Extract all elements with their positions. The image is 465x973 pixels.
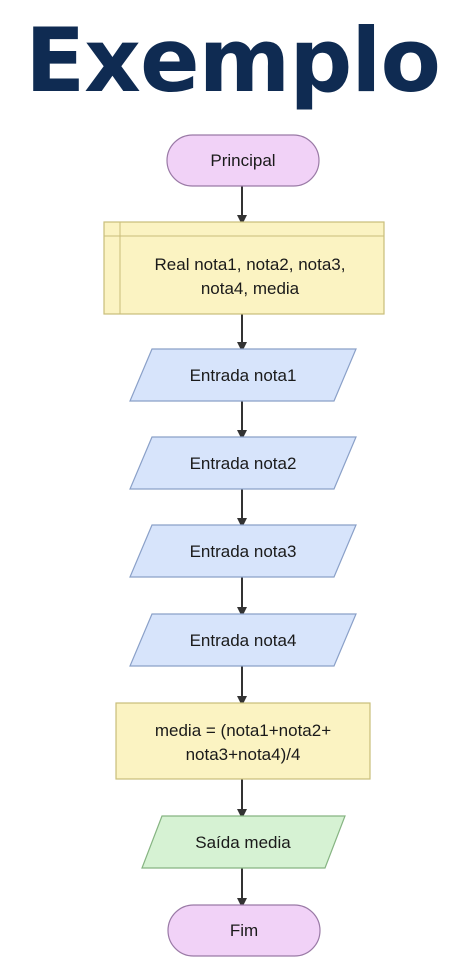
input-nota2: Entrada nota2: [129, 436, 357, 490]
page-title: Exemplo: [25, 9, 441, 112]
end-terminal: Fim: [167, 904, 321, 957]
input-nota1-label: Entrada nota1: [190, 366, 297, 385]
end-terminal-label: Fim: [230, 921, 258, 940]
input-nota1: Entrada nota1: [129, 348, 357, 402]
input-nota3: Entrada nota3: [129, 524, 357, 578]
output-media-label: Saída media: [195, 833, 291, 852]
process-block: media = (nota1+nota2+ nota3+nota4)/4: [115, 702, 371, 780]
start-terminal: Principal: [166, 134, 320, 187]
input-nota4-label: Entrada nota4: [190, 631, 297, 650]
input-nota4: Entrada nota4: [129, 613, 357, 667]
output-media: Saída media: [141, 815, 346, 869]
start-terminal-label: Principal: [210, 151, 275, 170]
declaration-line-1: Real nota1, nota2, nota3,: [155, 255, 346, 274]
input-nota2-label: Entrada nota2: [190, 454, 297, 473]
process-line-2: nota3+nota4)/4: [186, 745, 301, 764]
input-nota3-label: Entrada nota3: [190, 542, 297, 561]
process-line-1: media = (nota1+nota2+: [155, 721, 331, 740]
declaration-line-2: nota4, media: [201, 279, 300, 298]
declaration-block: Real nota1, nota2, nota3, nota4, media: [103, 221, 385, 315]
